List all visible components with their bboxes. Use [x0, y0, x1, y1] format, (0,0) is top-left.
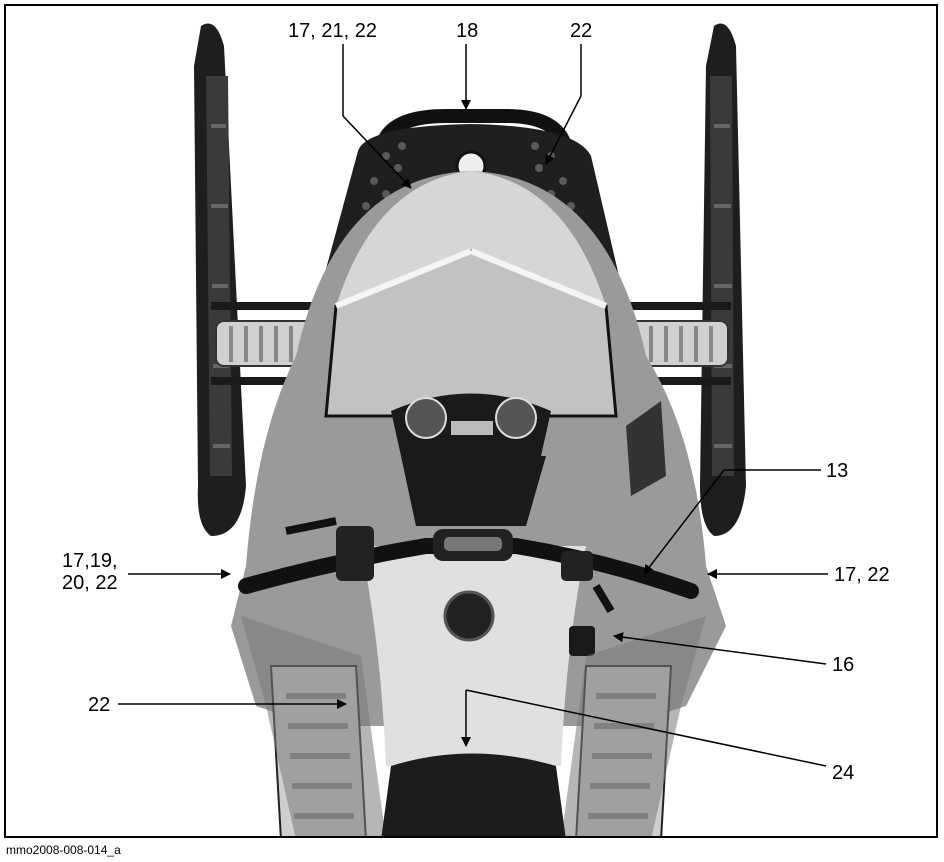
callout-17-21-22: 17, 21, 22	[288, 20, 377, 42]
callout-22-left: 22	[88, 694, 110, 716]
seat	[381, 754, 566, 839]
callout-24: 24	[832, 762, 854, 784]
side-switch	[569, 626, 595, 656]
callout-16: 16	[832, 654, 854, 676]
callout-17-19-line2: 20, 22	[62, 572, 118, 594]
right-ski	[700, 24, 746, 537]
center-body	[361, 546, 586, 766]
callout-22-top: 22	[570, 20, 592, 42]
fuel-cap	[445, 592, 493, 640]
gauge-cluster	[391, 394, 551, 457]
callout-18: 18	[456, 20, 478, 42]
center-console	[401, 456, 546, 526]
snowmobile-illustration	[6, 6, 938, 838]
callout-17-22: 17, 22	[834, 564, 890, 586]
callout-13: 13	[826, 460, 848, 482]
callout-17-19-line1: 17,19,	[62, 550, 118, 572]
figure-frame: 17, 21, 22 18 22 13 17,19, 20, 22 17, 22…	[4, 4, 938, 838]
left-ski	[194, 24, 246, 537]
figure-caption: mmo2008-008-014_a	[6, 843, 121, 857]
